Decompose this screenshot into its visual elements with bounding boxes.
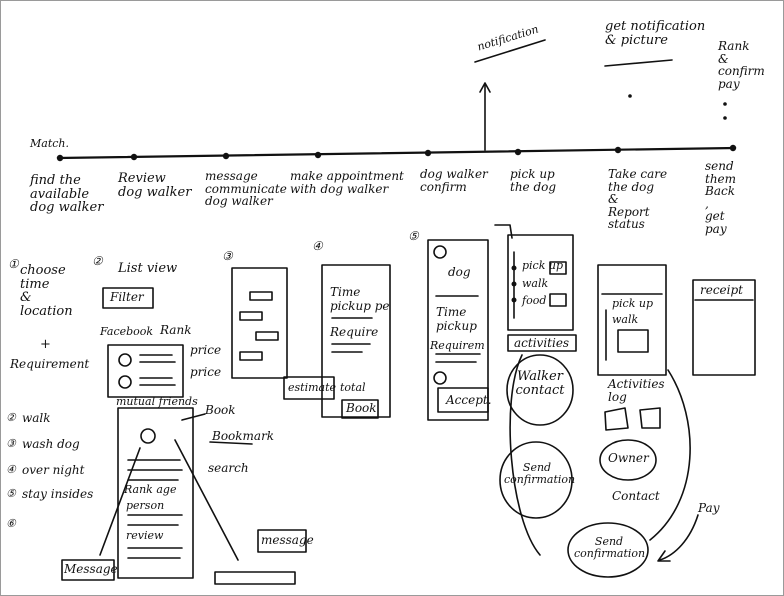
pickup-screen (507, 234, 574, 331)
requirement-note: Requirement (10, 357, 90, 371)
choose-note: choose time & location (20, 263, 73, 319)
step-number: ① (8, 257, 19, 271)
estimate-label: estimate (288, 381, 337, 394)
timeline-start: Match. (30, 137, 69, 150)
walker-contact-bubble (506, 354, 574, 426)
send-confirmation-label: Send confirmation (504, 461, 576, 486)
owner-bubble (599, 439, 657, 481)
filter-label: Filter (110, 290, 144, 304)
list-box (107, 344, 184, 398)
timeline-dot (614, 146, 622, 154)
timeline-dot (130, 153, 138, 161)
underline (604, 59, 673, 67)
receipt-label: receipt (700, 283, 744, 297)
care-screen (597, 264, 667, 376)
service-item: stay insides (22, 487, 94, 501)
plus-note: + (40, 337, 51, 352)
list-view-title: List view (118, 261, 178, 276)
price-label: price (190, 343, 222, 357)
rank-age-label: Rank age (124, 483, 177, 496)
search-note: search (208, 461, 249, 475)
person-label: person (126, 499, 165, 512)
service-item: wash dog (22, 437, 80, 451)
activities-label: activities (514, 336, 570, 350)
timeline-dot (424, 149, 432, 157)
price-label: price (190, 365, 222, 379)
timeline-dot (729, 144, 737, 152)
timeline-stage-label: Review dog walker (118, 171, 192, 200)
bookmark-note: Bookmark (212, 429, 275, 443)
timeline-stage-label: find the available dog walker (30, 173, 104, 216)
timeline-dot (222, 152, 230, 160)
filter-box (102, 287, 154, 309)
message-box-label: Message (64, 562, 118, 576)
step-number: ④ (312, 239, 323, 253)
walker-contact-label: Walker contact (515, 369, 565, 398)
mutual-friends-label: mutual friends (116, 395, 198, 408)
appointment-screen (321, 264, 391, 418)
timeline-stage-label: Take care the dog & Report status (608, 167, 668, 232)
message-screen (231, 267, 288, 379)
activities-log-label: Activities log (608, 377, 665, 404)
send-confirmation-bubble (567, 522, 649, 578)
step-number: ② (92, 254, 103, 268)
timeline-dot (314, 151, 322, 159)
send-confirmation-label: Send confirmation (574, 535, 646, 560)
notification-arrow-head (479, 82, 491, 93)
receipt-screen (692, 279, 756, 376)
facebook-label: Facebook (100, 325, 154, 338)
book-button-sketch: Book (346, 401, 377, 415)
timeline-stage-label: pick up the dog (510, 167, 557, 194)
get-notification-note: get notification & picture (605, 19, 706, 48)
total-label: total (340, 381, 366, 394)
pay-label: Pay (698, 501, 720, 515)
contact-label: Contact (612, 489, 660, 503)
underline (474, 39, 546, 63)
rank-note: Rank & confirm pay (718, 39, 765, 91)
timeline-stage-label: message communicate dog walker (205, 169, 287, 209)
timeline-stage-label: send them Back , get pay (705, 159, 737, 236)
owner-label: Owner (608, 451, 649, 465)
book-note: Book (205, 403, 236, 417)
profile-screen (117, 407, 194, 579)
confirm-screen (427, 239, 489, 421)
rank-label: Rank (160, 323, 192, 337)
service-item: walk (22, 411, 51, 425)
accept-button-sketch: Accept. (446, 393, 492, 407)
send-confirmation-bubble (499, 441, 573, 519)
step-number: ⑤ (408, 229, 419, 243)
timeline-dot (56, 154, 64, 162)
step-number: ③ (222, 249, 233, 263)
timeline-line (56, 146, 737, 160)
message-box-label: message (261, 533, 314, 547)
timeline-stage-label: dog walker confirm (420, 167, 488, 194)
review-label: review (126, 529, 164, 542)
timeline-stage-label: make appointment with dog walker (290, 169, 404, 196)
timeline-dot (514, 148, 522, 156)
service-item: over night (22, 463, 85, 477)
